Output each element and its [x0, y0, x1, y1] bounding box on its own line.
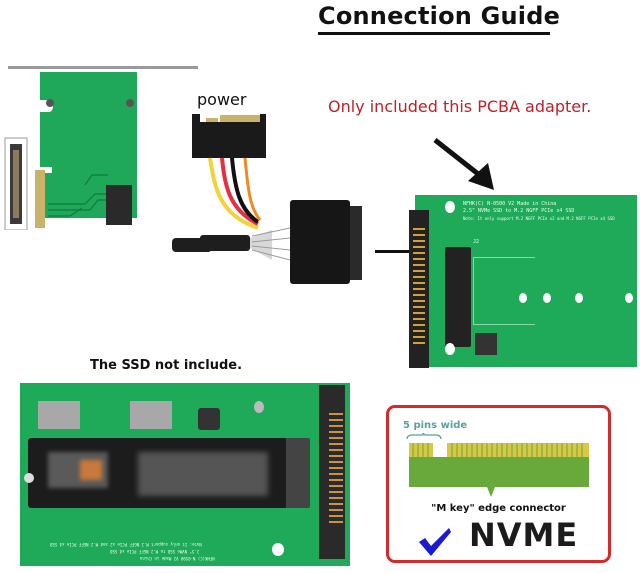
- edge-connector-label: "M key" edge connector: [431, 503, 566, 514]
- pointer-arrow-icon: [433, 138, 494, 190]
- included-note: Only included this PCBA adapter.: [328, 97, 592, 116]
- connector-ref: J2: [473, 239, 480, 245]
- cable-assembly: [192, 114, 362, 284]
- m-key-diagram: 5 pins wide "M key" edge connector NVME: [386, 405, 611, 563]
- connector-dash: [375, 250, 409, 253]
- sff8643-port: [106, 185, 132, 225]
- adapter-silkscreen-3: Note: It only support M.2 NGFF PCIe x2 a…: [463, 216, 615, 221]
- card-pcb: [40, 72, 137, 218]
- adapter-board-bottom: Note: It only support M.2 NGFF PCIe x2 a…: [20, 383, 350, 566]
- pcie-host-card: [4, 66, 198, 230]
- u2-edge-connector-bottom: [319, 385, 345, 559]
- u2-edge-connector: [409, 210, 429, 368]
- mini-sas-plug: [172, 238, 212, 252]
- adapter-silkscreen-1: NFHK(C) N-0500 V2 Made in China: [463, 201, 557, 207]
- checkmark-icon: [419, 528, 451, 556]
- sata-power-pins: [220, 115, 262, 125]
- m2-socket: [286, 438, 310, 508]
- pins-wide-label: 5 pins wide: [403, 420, 468, 431]
- u2-sff8639-connector: [290, 200, 350, 284]
- title-underline: [318, 32, 550, 35]
- adapter-silkscreen-2: 2.5" NVMe SSD to M.2 NGFF PCIe x4 SSD: [463, 208, 575, 214]
- bracket: [8, 66, 198, 69]
- m-key-edge-connector-icon: [406, 433, 589, 497]
- sff8643-cable: [200, 235, 250, 251]
- thermal-pad: [130, 401, 172, 429]
- nvme-label: NVME: [469, 516, 579, 554]
- adapter-board-top: NFHK(C) N-0500 V2 Made in China 2.5" NVM…: [415, 195, 637, 367]
- ssd-note: The SSD not include.: [90, 358, 243, 373]
- power-label: power: [197, 90, 247, 109]
- card-edge-pins: [35, 170, 45, 228]
- sata-power-connector: [192, 114, 266, 158]
- m2-socket: [445, 247, 471, 347]
- thermal-pad: [38, 401, 80, 429]
- ssd-module: [28, 438, 288, 508]
- page-title: Connection Guide: [318, 2, 561, 30]
